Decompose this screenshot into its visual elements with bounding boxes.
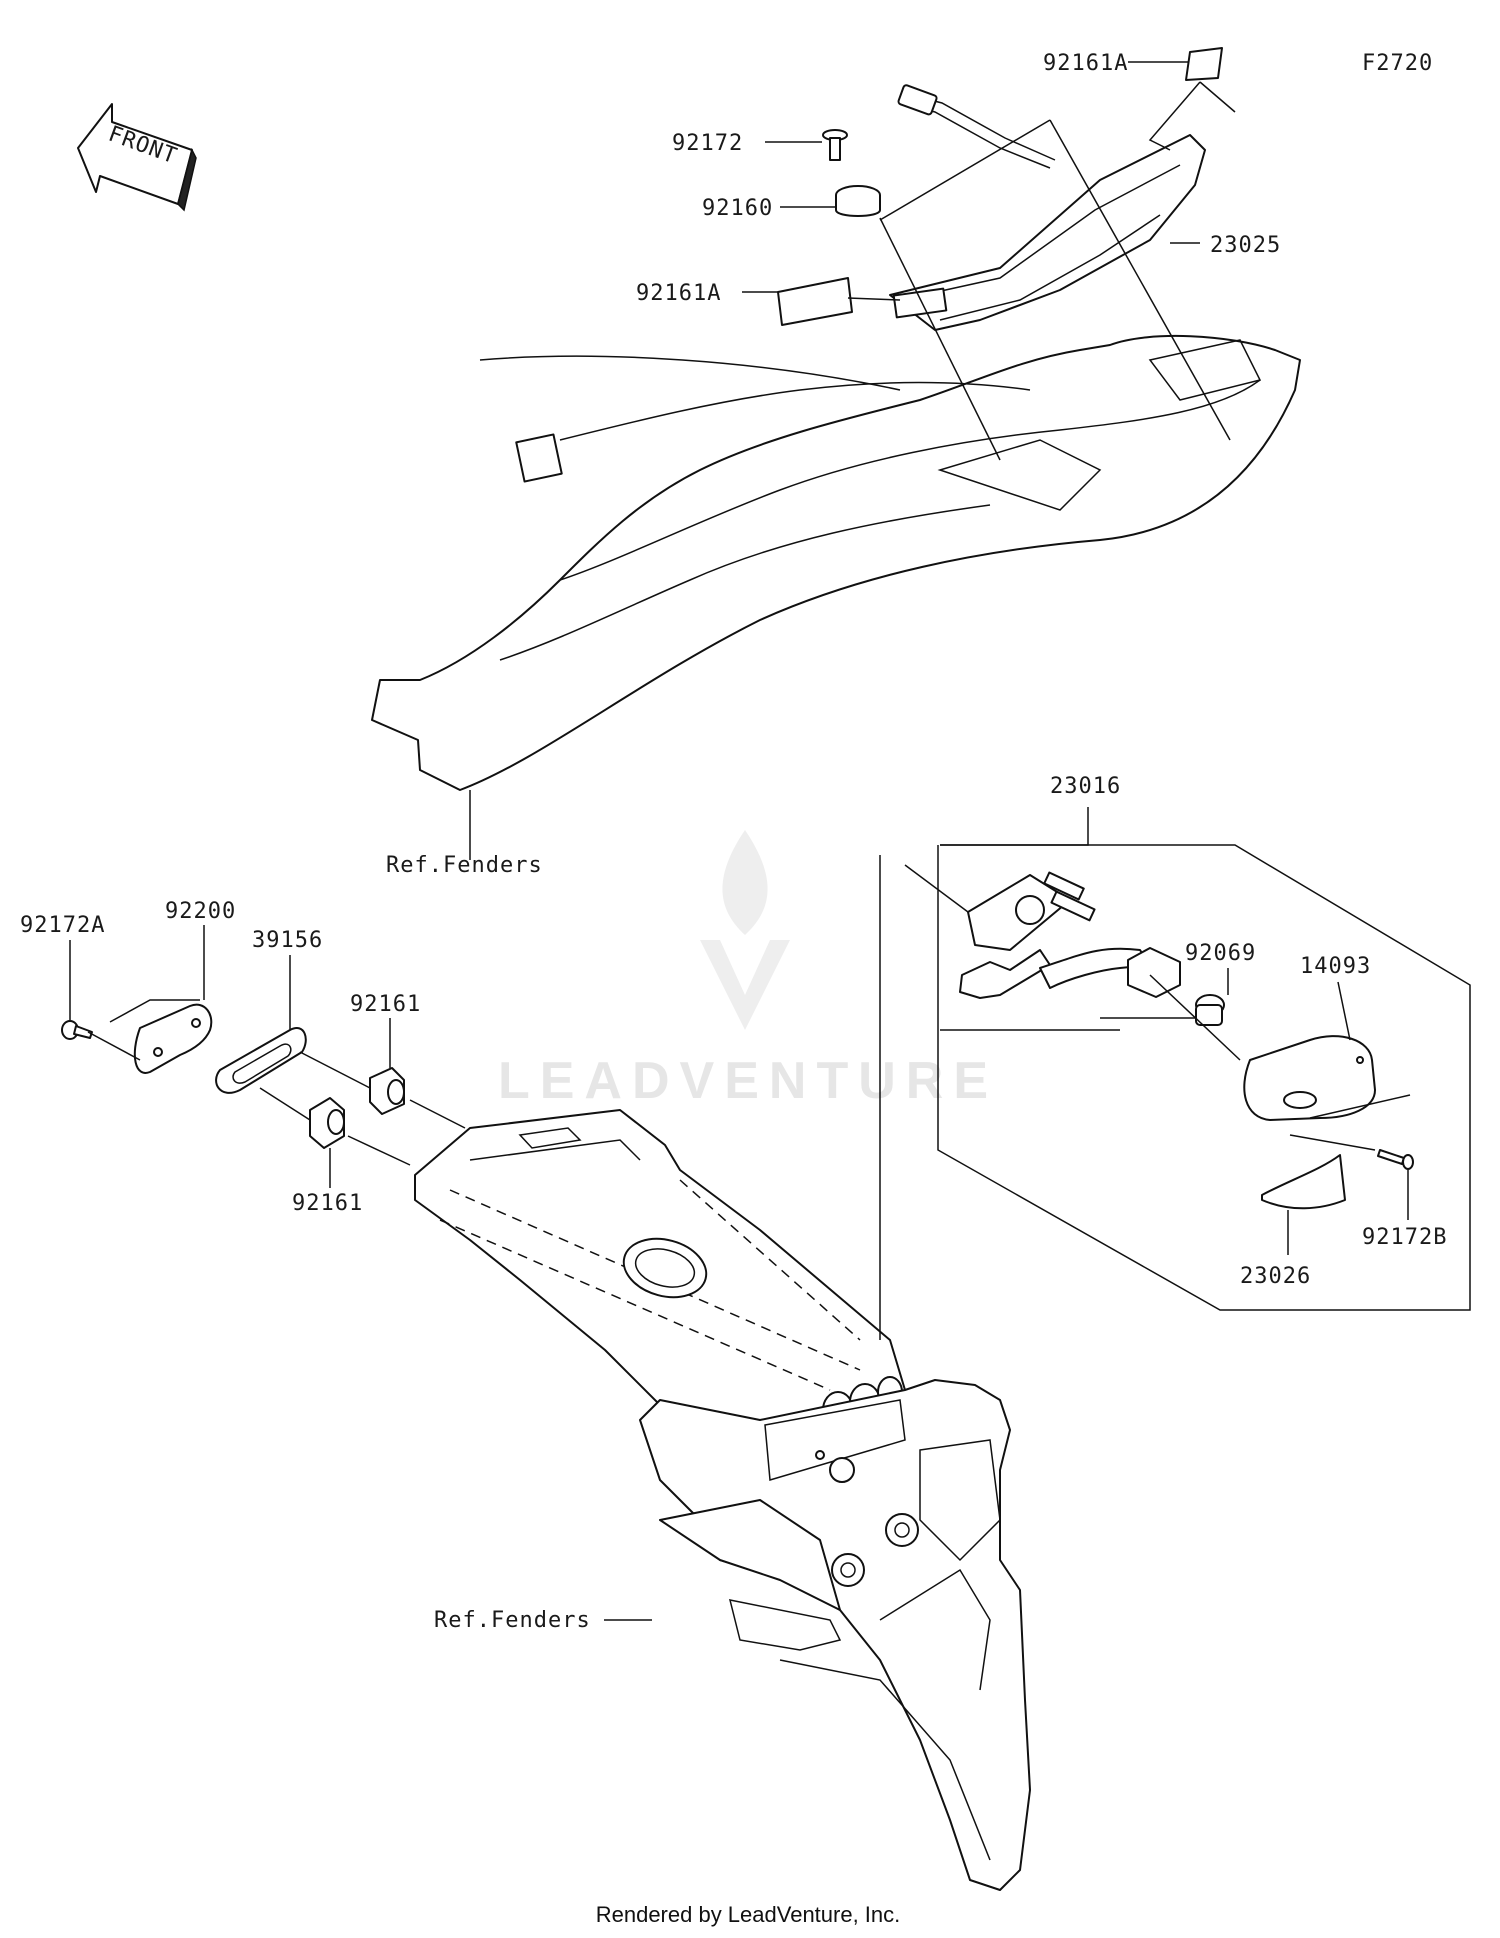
bolt-92172	[822, 129, 848, 161]
label-23026: 23026	[1240, 1264, 1311, 1289]
bulb-92069	[1195, 994, 1225, 1026]
rear-fender	[414, 855, 1031, 1891]
screw-92172A	[61, 1020, 93, 1040]
label-92161A-top: 92161A	[1043, 51, 1128, 76]
grommet-92161-lower	[309, 1097, 345, 1149]
label-92172A: 92172A	[20, 913, 105, 938]
signal-base-23016	[959, 871, 1181, 999]
footer-credit: Rendered by LeadVenture, Inc.	[596, 1902, 901, 1927]
label-92172B: 92172B	[1362, 1225, 1447, 1250]
reflector-23026	[1261, 1154, 1346, 1210]
label-23025: 23025	[1210, 233, 1281, 258]
label-23016: 23016	[1050, 774, 1121, 799]
gasket-39156	[215, 1027, 307, 1094]
bracket-92200	[133, 1003, 213, 1074]
watermark-text: LEADVENTURE	[498, 1052, 998, 1110]
label-ref-fenders-upper: Ref.Fenders	[386, 853, 543, 878]
seat-cowl-fender	[371, 334, 1301, 791]
label-92172: 92172	[672, 131, 743, 156]
label-92161A-mid: 92161A	[636, 281, 721, 306]
figure-code: F2720	[1362, 51, 1433, 76]
grommet-92161-upper	[369, 1067, 405, 1115]
leadventure-watermark: LEADVENTURE	[498, 830, 998, 1110]
screw-92172B	[1377, 1149, 1414, 1170]
grommet-92160	[835, 185, 881, 217]
tail-light-23025	[889, 84, 1206, 331]
label-92161-upper: 92161	[350, 992, 421, 1017]
label-39156: 39156	[252, 928, 323, 953]
pad-92161A-mid	[777, 277, 853, 326]
pad-92161A-top	[1185, 47, 1223, 81]
label-92160: 92160	[702, 196, 773, 221]
label-14093: 14093	[1300, 954, 1371, 979]
front-arrow-icon: FRONT	[77, 103, 197, 212]
label-92200: 92200	[165, 899, 236, 924]
lens-14093	[1243, 1035, 1376, 1121]
label-92161-lower: 92161	[292, 1191, 363, 1216]
turn-signal-kit-box	[937, 807, 1471, 1311]
label-ref-fenders-lower: Ref.Fenders	[434, 1608, 591, 1633]
flame-logo-icon	[722, 830, 768, 935]
label-92069: 92069	[1185, 941, 1256, 966]
